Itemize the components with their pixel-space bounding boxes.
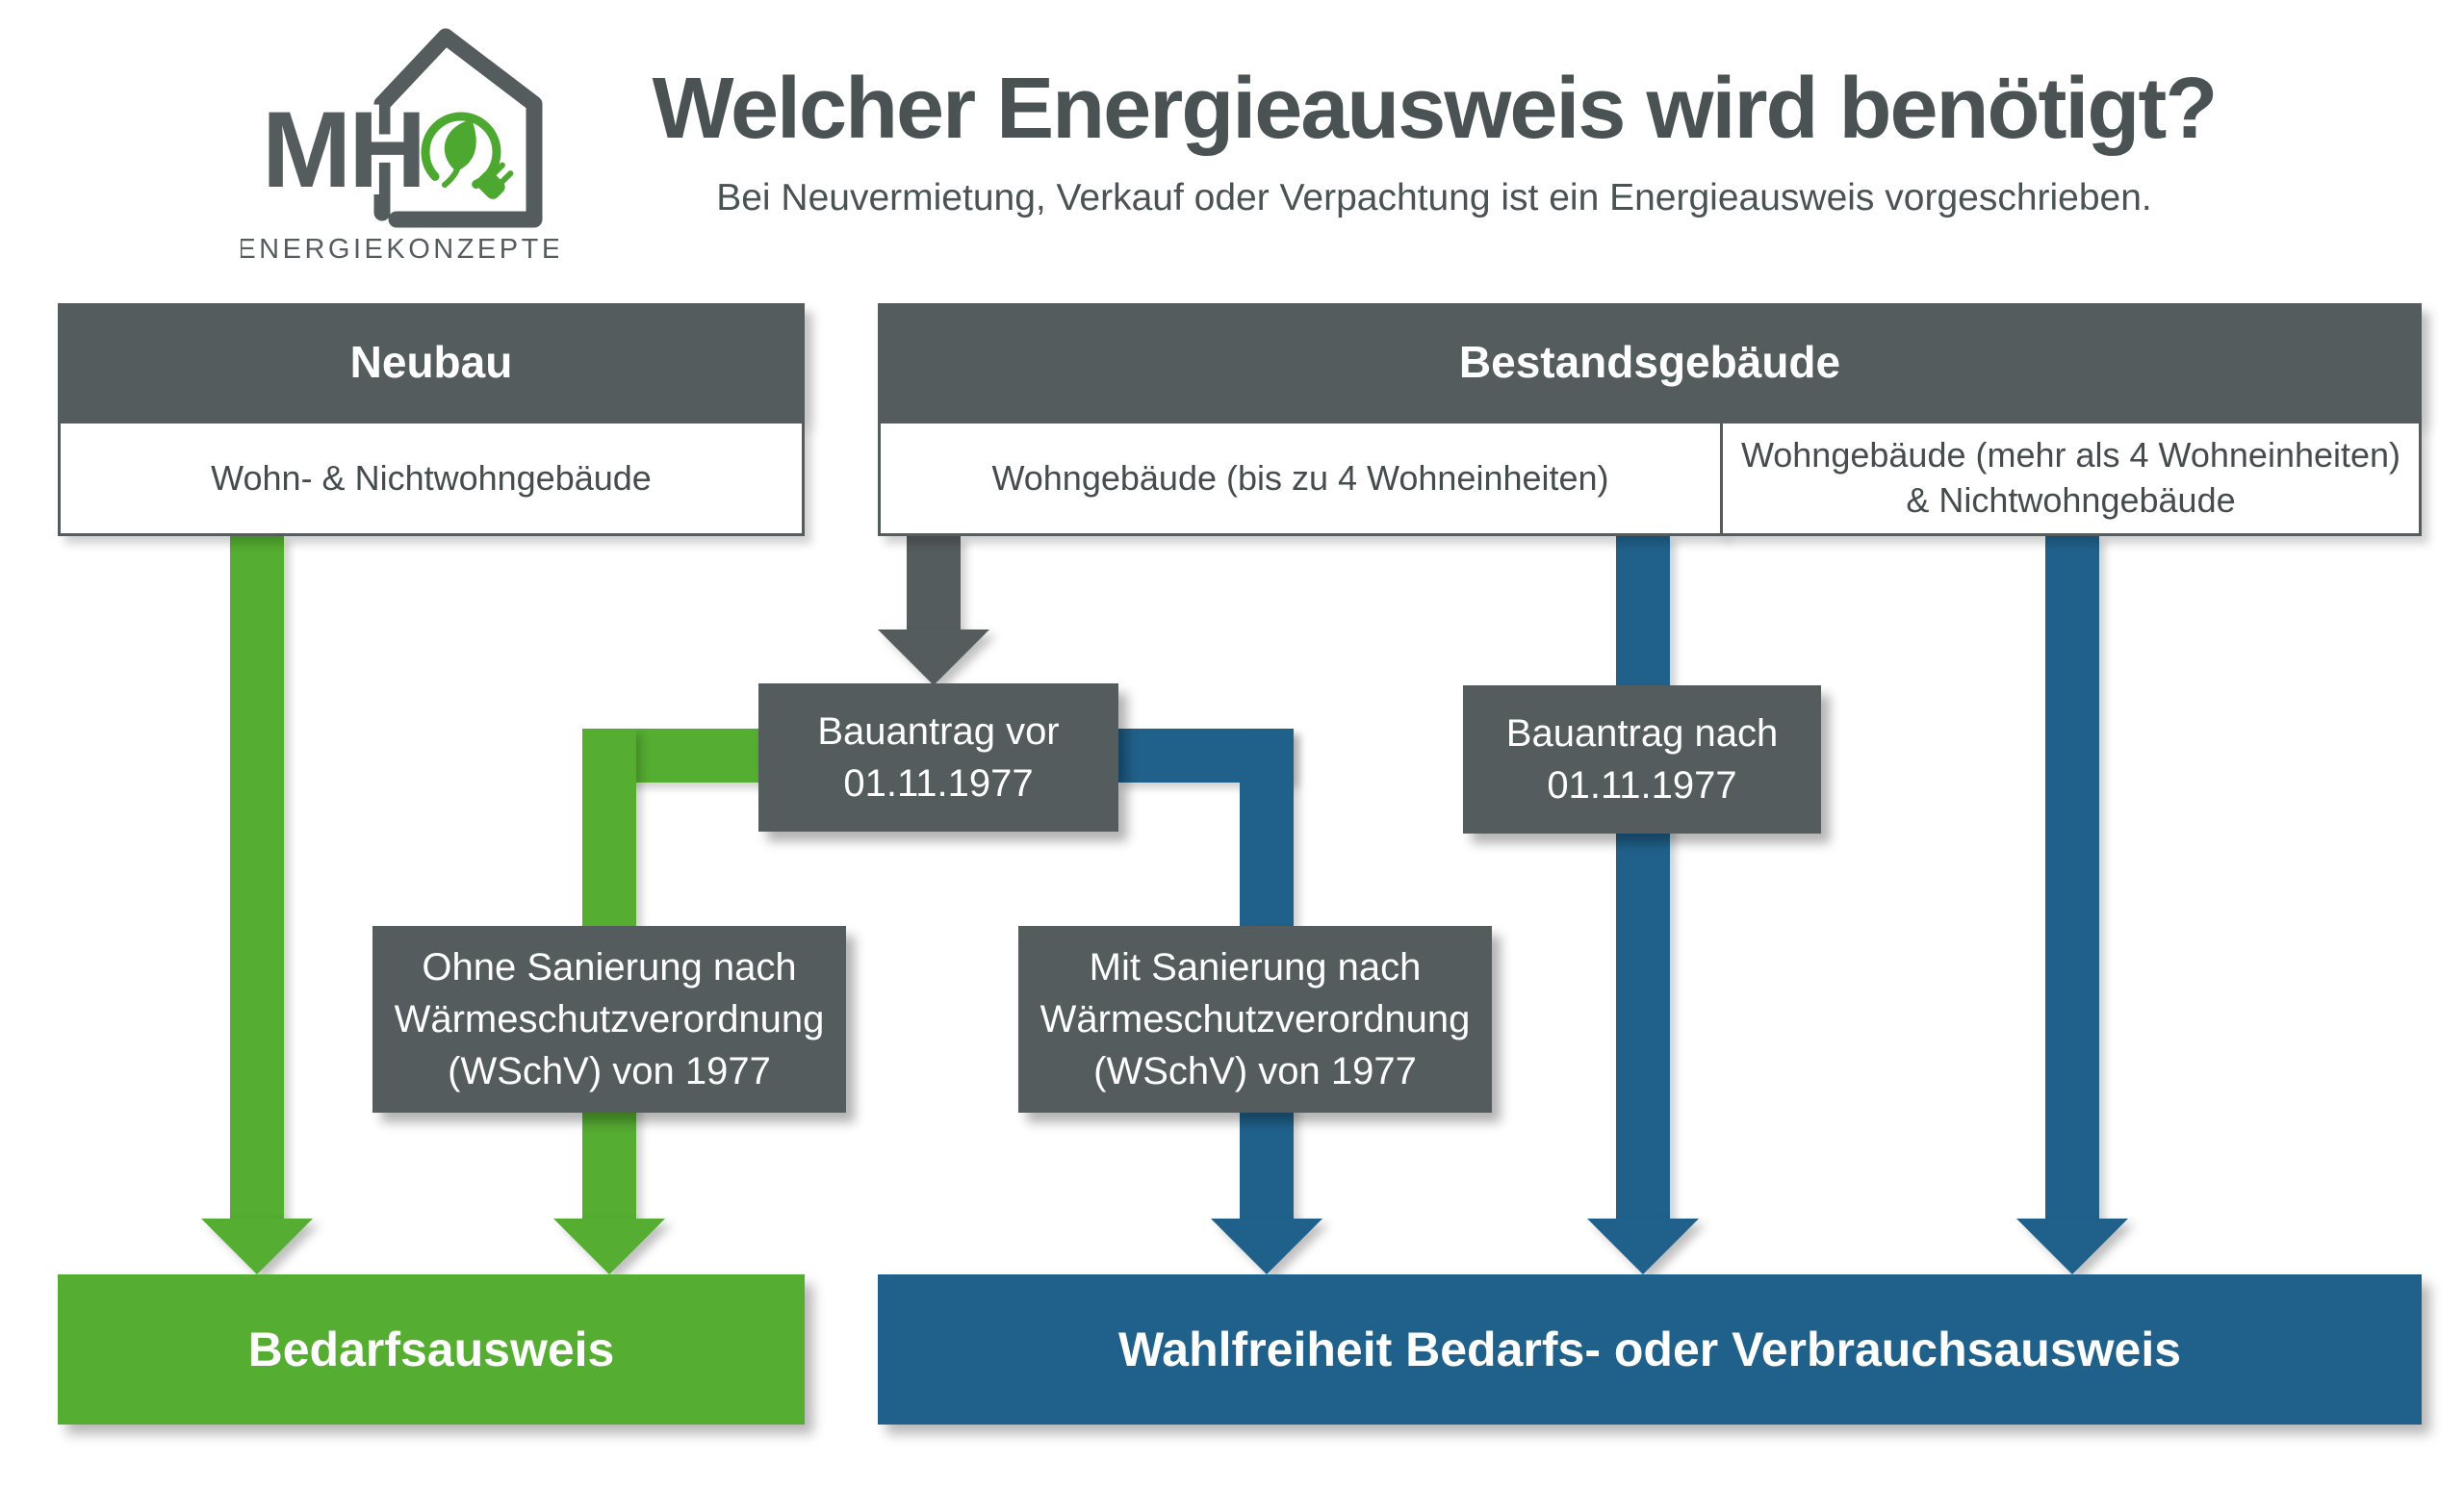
arrow-neubau-to-bedarfsausweis-head [201, 1219, 313, 1274]
result-wahlfreiheit: Wahlfreiheit Bedarfs- oder Verbrauchsaus… [878, 1274, 2422, 1425]
result-bedarfsausweis-label: Bedarfsausweis [247, 1323, 615, 1376]
arrow-bauantrag-nach-to-wahlfreiheit-shaft [1616, 535, 1670, 1220]
neubau-header: Neubau [58, 303, 805, 421]
arrow-ohne-sanierung-to-bedarfsausweis-head [553, 1219, 665, 1274]
arrow-bauantrag-nach-to-wahlfreiheit-head [1587, 1219, 1699, 1274]
arrow-to-bauantrag-vor-shaft [907, 535, 961, 633]
node-mit-sanierung: Mit Sanierung nach Wärmeschutzverordnung… [1018, 926, 1492, 1113]
arrow-right-cell-to-wahlfreiheit-shaft [2045, 535, 2099, 1220]
result-bedarfsausweis: Bedarfsausweis [58, 1274, 805, 1425]
logo-graphic: MH ENERGIEKONZEPTE [241, 28, 558, 265]
neubau-cell: Wohn- & Nichtwohngebäude [58, 421, 805, 536]
logo-tagline: ENERGIEKONZEPTE [241, 234, 558, 265]
house-outline-icon [373, 28, 543, 228]
result-wahlfreiheit-label: Wahlfreiheit Bedarfs- oder Verbrauchsaus… [1117, 1323, 2182, 1376]
bestandsgebaeude-cell-left-label: Wohngebäude (bis zu 4 Wohneinheiten) [991, 457, 1609, 498]
bestandsgebaeude-cell-right: Wohngebäude (mehr als 4 Wohneinheiten) &… [1720, 421, 2422, 536]
leaf-plug-icon [421, 112, 514, 199]
node-bauantrag-nach: Bauantrag nach 01.11.1977 [1463, 685, 1821, 834]
neubau-header-label: Neubau [349, 337, 513, 387]
page-subtitle: Bei Neuvermietung, Verkauf oder Verpacht… [716, 177, 2152, 218]
page-title: Welcher Energieausweis wird benötigt? [652, 61, 2219, 157]
logo: MH ENERGIEKONZEPTE [241, 6, 558, 295]
node-ohne-sanierung: Ohne Sanierung nach Wärmeschutzverordnun… [372, 926, 846, 1113]
node-bauantrag-vor: Bauantrag vor 01.11.1977 [758, 683, 1118, 832]
bestandsgebaeude-header: Bestandsgebäude [878, 303, 2422, 421]
bestandsgebaeude-cell-left: Wohngebäude (bis zu 4 Wohneinheiten) [878, 421, 1723, 536]
bestandsgebaeude-cell-right-label: Wohngebäude (mehr als 4 Wohneinheiten) &… [1740, 435, 2401, 520]
arrow-mit-sanierung-to-wahlfreiheit-head [1211, 1219, 1322, 1274]
neubau-cell-label: Wohn- & Nichtwohngebäude [211, 457, 652, 498]
logo-brand-text: MH [262, 90, 424, 210]
arrow-right-cell-to-wahlfreiheit-head [2016, 1219, 2128, 1274]
arrow-to-bauantrag-vor-head [878, 629, 989, 685]
arrow-neubau-to-bedarfsausweis-shaft [230, 535, 284, 1220]
bestandsgebaeude-header-label: Bestandsgebäude [1458, 337, 1841, 387]
